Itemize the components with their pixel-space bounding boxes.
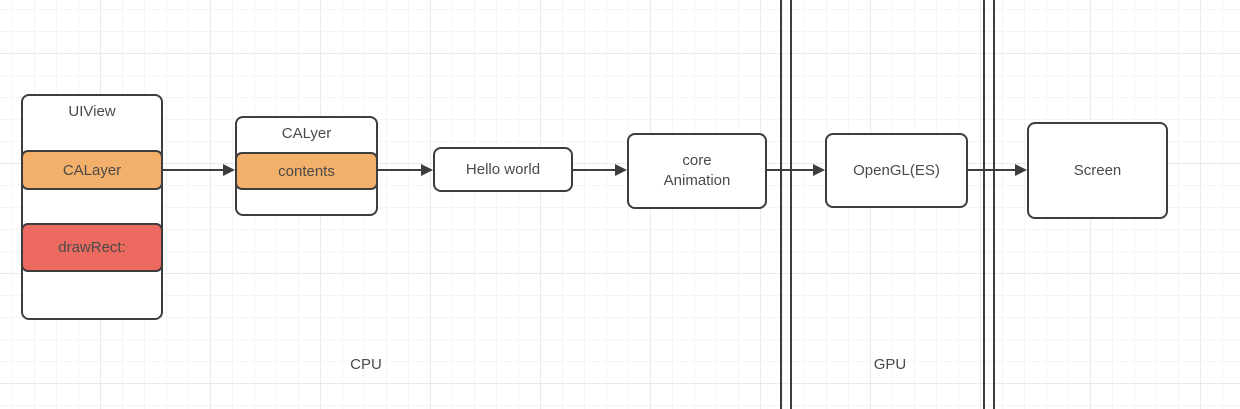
arrow-head-icon <box>223 164 235 176</box>
node-calyer-row-contents: contents <box>235 152 378 190</box>
arrow-line-uiview-to-calyer <box>163 169 225 171</box>
node-core-animation: core Animation <box>627 133 767 209</box>
arrow-head-icon <box>615 164 627 176</box>
node-uiview-title: UIView <box>68 103 116 120</box>
node-screen: Screen <box>1027 122 1168 219</box>
arrow-head-icon <box>1015 164 1027 176</box>
node-hello-world: Hello world <box>433 147 573 192</box>
lane-label-cpu: CPU <box>350 356 382 373</box>
node-uiview-row-drawrect: drawRect: <box>21 223 163 272</box>
arrow-line-calyer-to-helloworld <box>378 169 423 171</box>
gpu-screen-divider-right <box>983 0 995 409</box>
lane-label-gpu: GPU <box>873 356 907 373</box>
node-uiview: UIView CALayer drawRect: <box>21 94 163 320</box>
arrow-line-opengl-to-screen <box>968 169 1017 171</box>
node-calyer: CALyer contents <box>235 116 378 216</box>
arrow-line-coreanimation-to-opengl <box>767 169 815 171</box>
node-calyer-title: CALyer <box>281 125 332 142</box>
arrow-line-helloworld-to-coreanimation <box>573 169 617 171</box>
node-uiview-row-calayer: CALayer <box>21 150 163 190</box>
arrow-head-icon <box>813 164 825 176</box>
cpu-gpu-divider-left <box>780 0 792 409</box>
arrow-head-icon <box>421 164 433 176</box>
node-opengl-es: OpenGL(ES) <box>825 133 968 208</box>
